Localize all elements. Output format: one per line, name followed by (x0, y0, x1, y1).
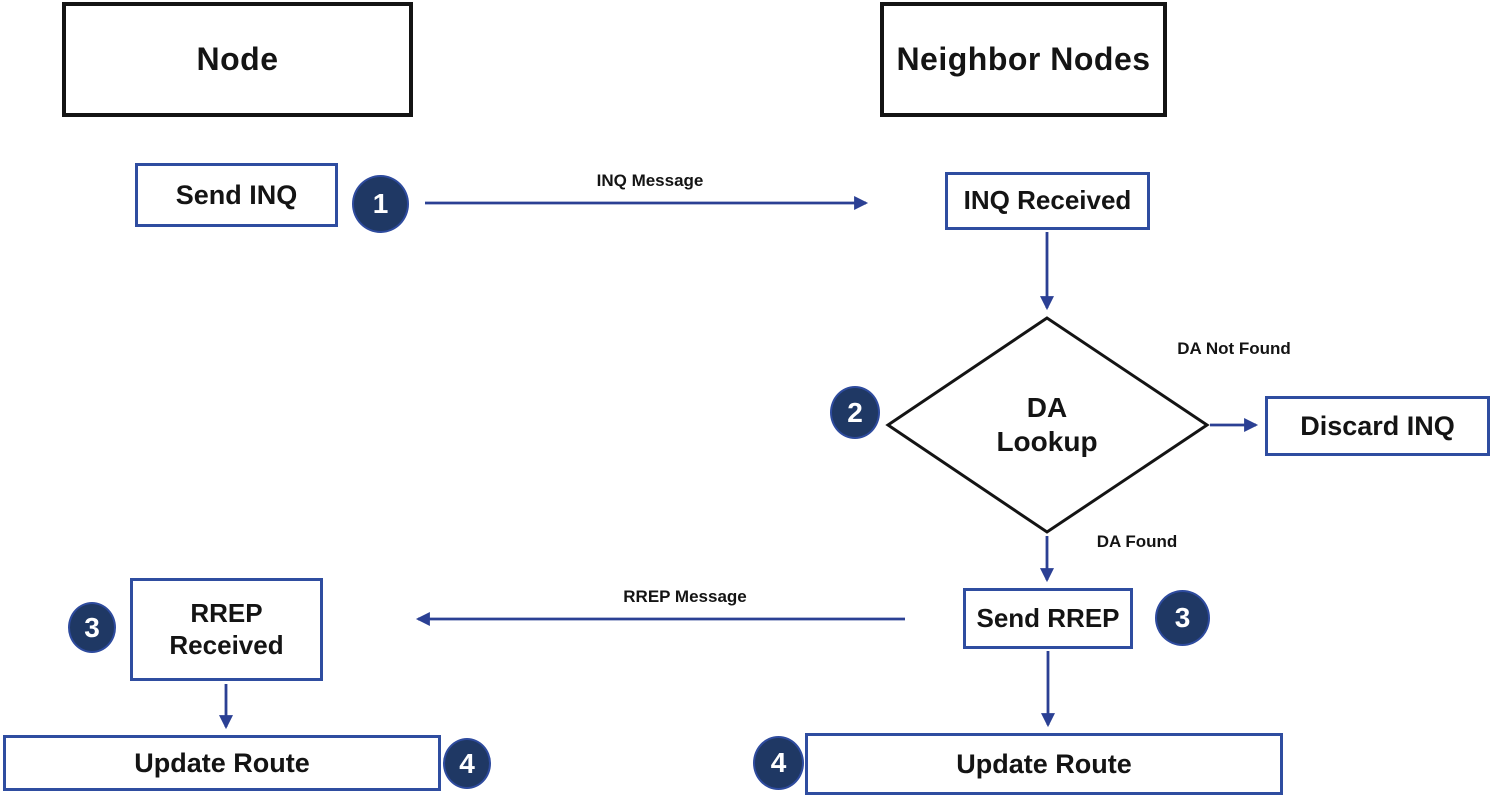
step-marker-3-right: 3 (1155, 590, 1210, 646)
step-box-update-route-left: Update Route (3, 735, 441, 791)
lane-header-neighbor-nodes: Neighbor Nodes (880, 2, 1167, 117)
step-box-rrep-received: RREP Received (130, 578, 323, 681)
step-marker-2: 2 (830, 386, 880, 439)
edge-label-da-found: DA Found (1096, 532, 1178, 551)
decision-label-da-lookup: DA Lookup (996, 392, 1098, 457)
step-marker-3-left: 3 (68, 602, 116, 653)
edge-label-rrep-message: RREP Message (623, 587, 747, 606)
lane-header-node: Node (62, 2, 413, 117)
da-lookup-diamond (885, 316, 1210, 534)
step-marker-4-left: 4 (443, 738, 491, 789)
step-box-inq-received: INQ Received (945, 172, 1150, 230)
edge-label-inq-message: INQ Message (596, 171, 704, 190)
step-marker-4-right: 4 (753, 736, 804, 790)
step-box-send-inq: Send INQ (135, 163, 338, 227)
step-box-rrep-received-label: RREP Received (169, 598, 284, 660)
step-marker-1: 1 (352, 175, 409, 233)
step-box-discard-inq: Discard INQ (1265, 396, 1490, 456)
step-box-send-rrep: Send RREP (963, 588, 1133, 649)
edge-label-da-not-found: DA Not Found (1177, 339, 1291, 358)
step-box-update-route-right: Update Route (805, 733, 1283, 795)
